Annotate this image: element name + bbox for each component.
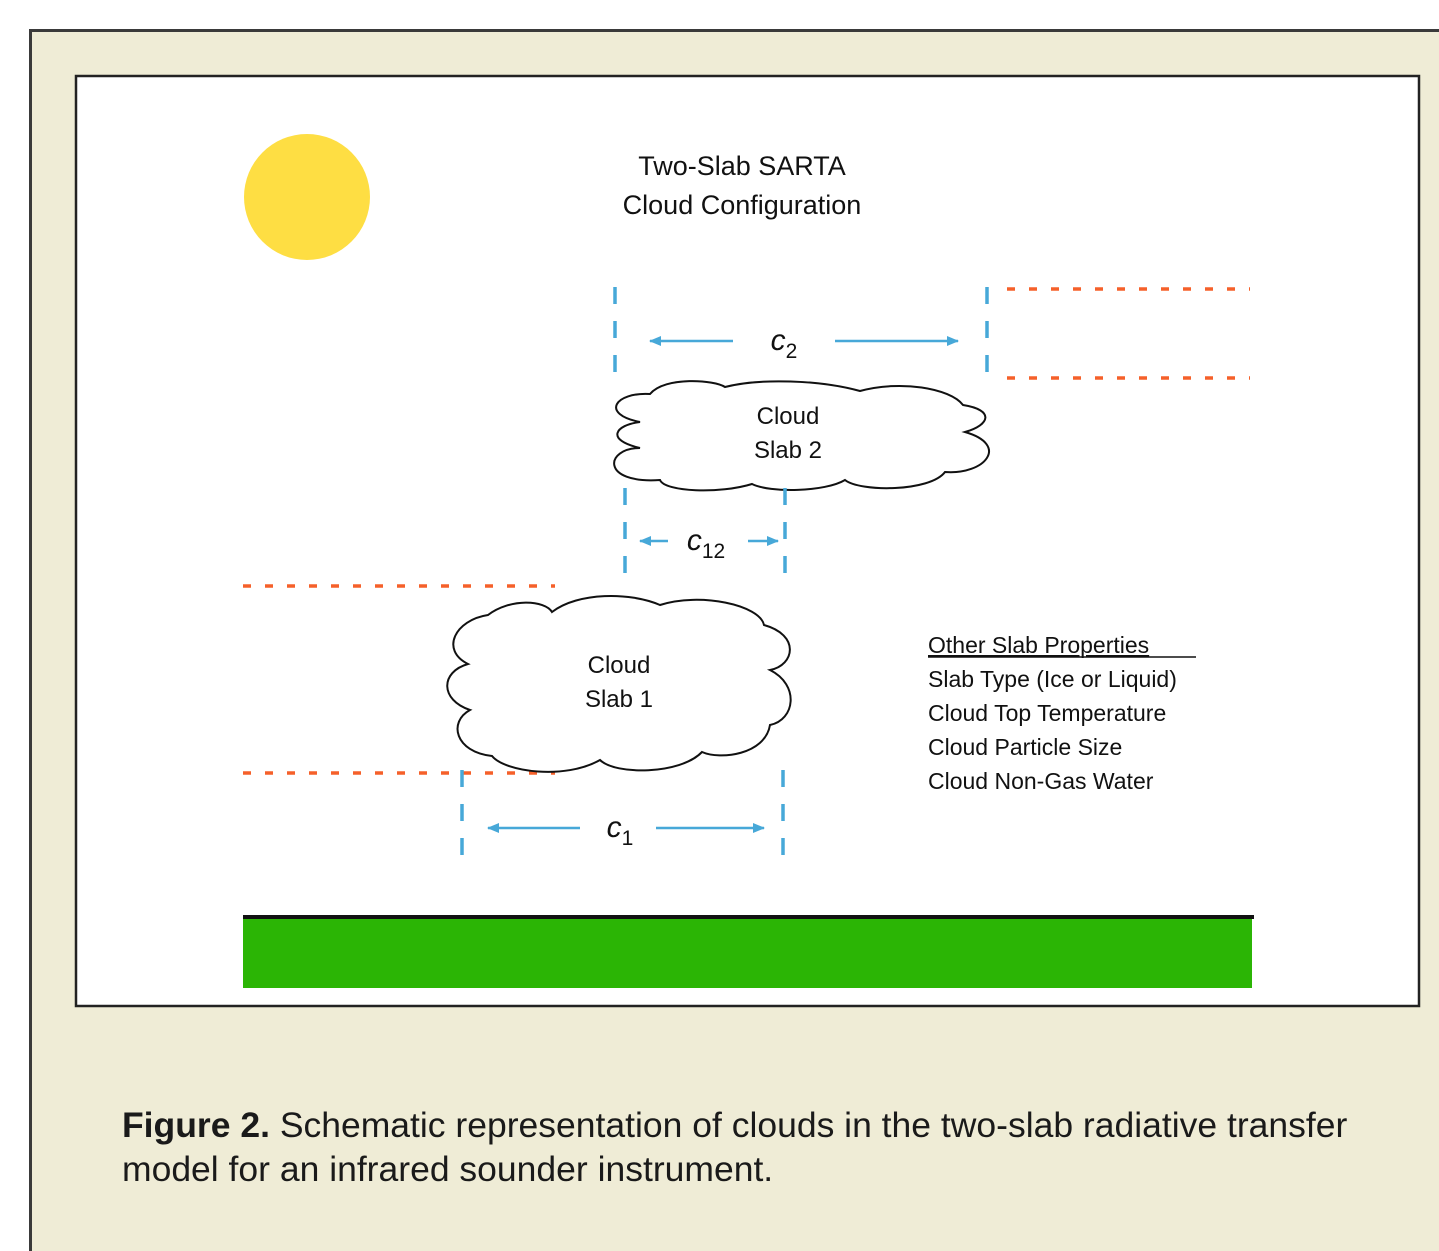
caption-text: Schematic representation of clouds in th…	[122, 1105, 1348, 1189]
cloud2-label-line1: Cloud	[757, 403, 820, 430]
property-item: Cloud Top Temperature	[928, 700, 1166, 726]
ground-surface	[243, 918, 1252, 988]
cloud1-label-line1: Cloud	[588, 652, 651, 679]
diagram-title-line2: Cloud Configuration	[623, 190, 862, 220]
property-item: Cloud Particle Size	[928, 734, 1122, 760]
cloud-slab-2	[613, 380, 990, 492]
c1-label: c1	[607, 811, 634, 850]
cloud2-label-line2: Slab 2	[754, 437, 822, 464]
c2-label: c2	[771, 324, 798, 363]
sun-icon	[244, 134, 370, 260]
cloud1-label-line2: Slab 1	[585, 686, 653, 713]
properties-heading: Other Slab Properties	[928, 632, 1149, 658]
c12-label: c12	[687, 524, 725, 563]
caption-label: Figure 2.	[122, 1105, 270, 1145]
property-item: Slab Type (Ice or Liquid)	[928, 666, 1177, 692]
property-item: Cloud Non-Gas Water	[928, 768, 1154, 794]
diagram-title-line1: Two-Slab SARTA	[638, 151, 846, 181]
figure-caption: Figure 2. Schematic representation of cl…	[122, 1103, 1402, 1191]
cloud-slab-1	[446, 594, 792, 773]
